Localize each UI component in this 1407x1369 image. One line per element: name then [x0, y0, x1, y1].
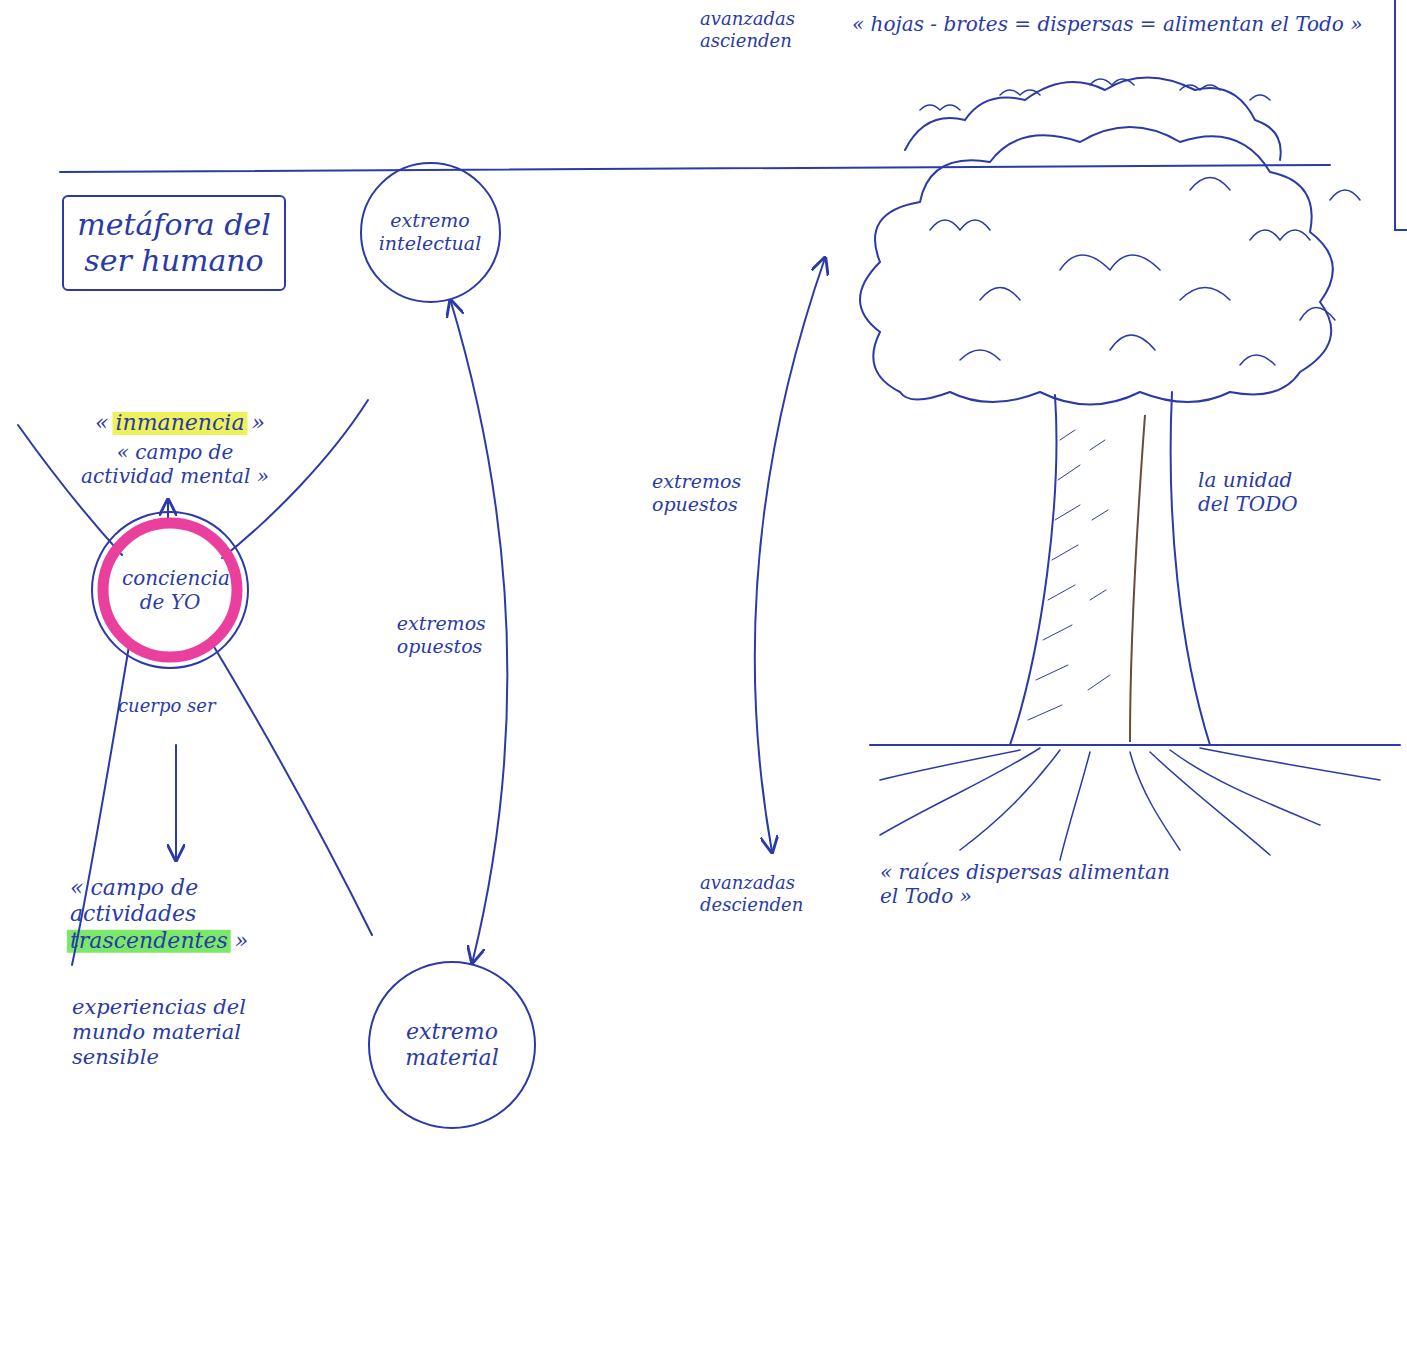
- extreme-circle: extremo material: [367, 960, 537, 1130]
- annotation: avanzadas descienden: [700, 872, 840, 915]
- double-arrow: [755, 258, 825, 852]
- annotation: experiencias del mundo material sensible: [72, 995, 262, 1071]
- node-text-group: metáfora del ser humano: [74, 207, 274, 279]
- tree-crown: [860, 127, 1333, 405]
- annotation: « campo de actividad mental »: [70, 440, 280, 488]
- self-circle: conciencia de YO: [90, 510, 250, 670]
- title-box: metáfora del ser humano: [62, 195, 286, 291]
- circle-border: [369, 962, 535, 1128]
- annotation: « hojas - brotes = dispersas = alimentan…: [852, 12, 1387, 36]
- tree-roots: [880, 748, 1380, 860]
- rule-line: [60, 165, 1330, 172]
- annotation: « raíces dispersas alimentan el Todo »: [880, 860, 1180, 908]
- node-text-group: extremo intelectual: [371, 209, 489, 255]
- trunk-hatching: [1028, 430, 1110, 720]
- node-text-group: conciencia de YO: [122, 566, 218, 614]
- node-label: conciencia de YO: [122, 566, 218, 614]
- arrow: [175, 745, 177, 860]
- node-label: extremo material: [397, 1019, 507, 1072]
- annotation: la unidad del TODO: [1198, 468, 1318, 516]
- annotation: extremos opuestos: [652, 470, 760, 516]
- tree-trunk: [1171, 392, 1210, 745]
- figure-leg: [210, 640, 372, 935]
- node-label: extremo intelectual: [371, 209, 489, 255]
- edge-label: extremos opuestos: [397, 612, 497, 658]
- figure-arm: [18, 425, 122, 555]
- trunk-line: [1130, 415, 1145, 742]
- annotation: « campo de actividades trascendentes »: [70, 875, 285, 954]
- tree-trunk: [1010, 395, 1056, 745]
- annotation: avanzadas ascienden: [700, 8, 840, 51]
- node-label: metáfora del ser humano: [74, 207, 274, 279]
- annotation: cuerpo ser: [118, 695, 228, 717]
- circle-border: [361, 163, 500, 302]
- extreme-circle: extremo intelectual: [359, 161, 502, 304]
- annotation: « inmanencia »: [75, 410, 285, 436]
- node-text-group: extremo material: [397, 1019, 507, 1072]
- leaf-scribble: [930, 178, 1360, 366]
- leaf-scribble: [920, 79, 1270, 110]
- circle-border: [92, 512, 248, 668]
- highlight-ring: [103, 523, 237, 657]
- tree-crown: [905, 78, 1281, 161]
- ground-line: [870, 744, 1400, 746]
- frame-line: [1395, 0, 1407, 230]
